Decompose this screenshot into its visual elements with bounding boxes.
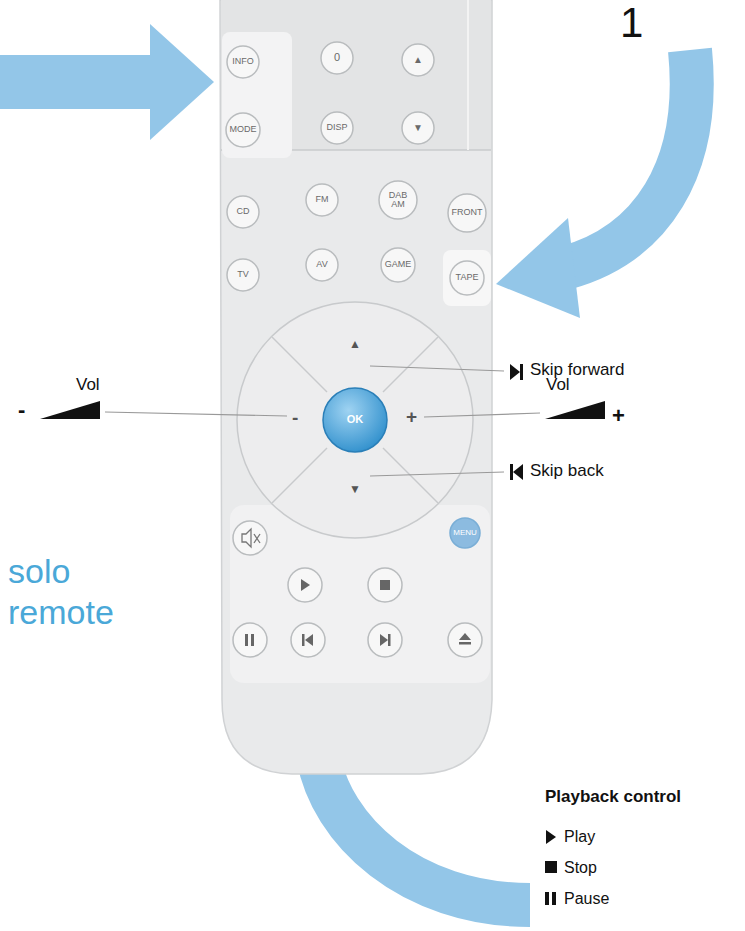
number-button: 0 bbox=[320, 41, 354, 75]
play-icon bbox=[546, 830, 556, 844]
previous-button bbox=[291, 623, 325, 657]
button-circle bbox=[306, 249, 338, 281]
button-label: DISP bbox=[326, 123, 347, 132]
display-button: DISP bbox=[320, 111, 354, 145]
source-button: TV bbox=[226, 258, 260, 292]
button-circle bbox=[450, 518, 480, 548]
button-label: FM bbox=[316, 195, 329, 204]
skip-forward-icon bbox=[510, 364, 523, 380]
pad-symbol: ▲ bbox=[349, 338, 361, 351]
button-circle bbox=[379, 181, 417, 219]
pad-symbol: - bbox=[292, 408, 298, 429]
down-button: ▼ bbox=[401, 111, 435, 145]
button-label: TV bbox=[237, 270, 249, 279]
button-circle bbox=[306, 184, 338, 216]
pause-icon bbox=[545, 892, 556, 905]
info-button: INFO bbox=[226, 45, 260, 79]
button-circle bbox=[227, 46, 259, 78]
brand-text: solo bbox=[8, 553, 70, 590]
highlight-panel bbox=[443, 250, 491, 306]
callout-number: 1 bbox=[620, 0, 643, 46]
brand-text: remote bbox=[8, 594, 114, 631]
button-label: OK bbox=[347, 414, 364, 426]
leader-line bbox=[424, 413, 540, 417]
button-circle bbox=[227, 259, 259, 291]
skip-back-icon bbox=[510, 464, 523, 480]
button-label: TAPE bbox=[456, 273, 479, 282]
pad-divider bbox=[272, 448, 327, 503]
menu-button: MENU bbox=[449, 517, 481, 549]
function-label: Vol bbox=[546, 376, 570, 395]
button-label: ▼ bbox=[413, 123, 423, 134]
function-label: Skip back bbox=[530, 462, 604, 481]
pause-button bbox=[233, 623, 267, 657]
button-label: AV bbox=[316, 260, 327, 269]
function-label: Skip forward bbox=[530, 361, 624, 380]
source-button: CD bbox=[226, 195, 260, 229]
button-circle bbox=[448, 194, 486, 232]
remote-body bbox=[220, 0, 492, 774]
leader-line bbox=[370, 472, 504, 476]
pointer-arrow bbox=[565, 50, 692, 268]
pad-divider bbox=[272, 337, 327, 392]
eject-button bbox=[448, 623, 482, 657]
ok-button: OK bbox=[322, 387, 388, 453]
up-button: ▲ bbox=[401, 43, 435, 77]
button-label: FRONT bbox=[452, 208, 483, 217]
pad-symbol: + bbox=[406, 407, 417, 428]
legend-item: Pause bbox=[564, 890, 609, 908]
highlight-panel bbox=[222, 32, 292, 158]
button-label: DAB AM bbox=[385, 191, 411, 210]
button-label: GAME bbox=[385, 260, 412, 269]
button-label: CD bbox=[237, 207, 250, 216]
button-circle bbox=[402, 112, 434, 144]
volume-wedge bbox=[40, 401, 100, 419]
leader-line bbox=[370, 366, 504, 371]
source-button: GAME bbox=[380, 247, 416, 283]
button-circle bbox=[321, 112, 353, 144]
source-button: FRONT bbox=[447, 193, 487, 233]
source-button: DAB AM bbox=[378, 180, 418, 220]
volume-wedge bbox=[545, 401, 605, 419]
pointer-arrow bbox=[318, 755, 530, 905]
stop-button bbox=[368, 568, 402, 602]
source-button: FM bbox=[305, 183, 339, 217]
direction-pad bbox=[237, 302, 473, 538]
next-button bbox=[368, 623, 402, 657]
button-circle bbox=[323, 388, 387, 452]
button-circle bbox=[226, 113, 260, 147]
volume-sign: - bbox=[18, 398, 25, 422]
source-button: TAPE bbox=[449, 260, 485, 296]
mode-button: MODE bbox=[225, 112, 261, 148]
button-circle bbox=[450, 261, 484, 295]
button-label: MODE bbox=[230, 125, 257, 134]
button-circle bbox=[381, 248, 415, 282]
button-circle bbox=[227, 196, 259, 228]
pad-divider bbox=[383, 337, 438, 392]
legend-item: Play bbox=[564, 828, 595, 846]
pad-symbol: ▼ bbox=[349, 483, 361, 496]
legend-item: Stop bbox=[564, 859, 597, 877]
button-label: ▲ bbox=[413, 55, 423, 66]
button-circle bbox=[321, 42, 353, 74]
legend-heading: Playback control bbox=[545, 788, 681, 807]
button-label: INFO bbox=[232, 57, 254, 66]
pointer-arrow bbox=[496, 218, 580, 318]
button-label: MENU bbox=[453, 529, 477, 537]
play-button bbox=[288, 568, 322, 602]
leader-line bbox=[105, 412, 287, 416]
mute-button bbox=[233, 521, 267, 555]
volume-sign: + bbox=[612, 404, 625, 428]
side-strip bbox=[467, 0, 469, 150]
source-button: AV bbox=[305, 248, 339, 282]
pointer-arrow bbox=[0, 24, 214, 140]
function-label: Vol bbox=[76, 376, 100, 395]
button-circle bbox=[402, 44, 434, 76]
stop-icon bbox=[545, 861, 557, 873]
button-label: 0 bbox=[334, 52, 340, 64]
